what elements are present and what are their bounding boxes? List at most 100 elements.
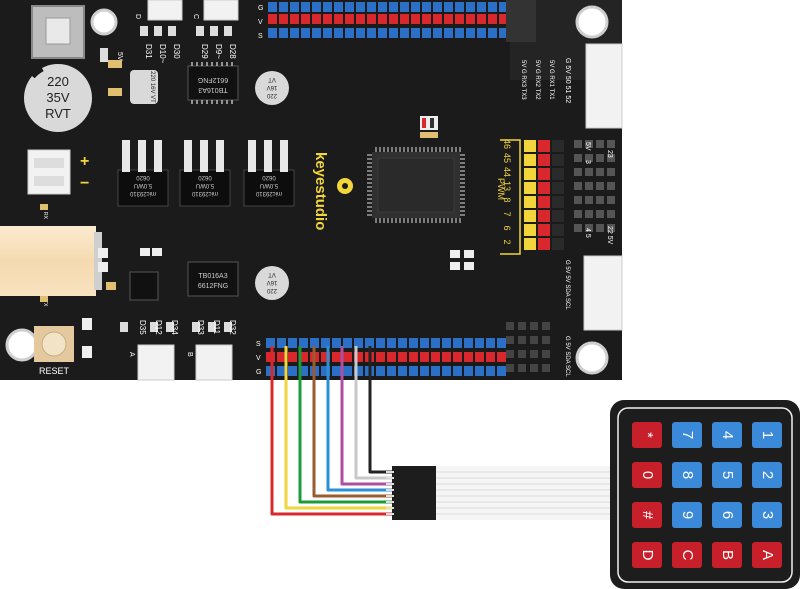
pwm-pin bbox=[552, 196, 564, 208]
header-pin bbox=[488, 28, 497, 38]
label-d34: D34 bbox=[170, 320, 179, 335]
header-pin bbox=[398, 338, 407, 348]
keypad-key[interactable]: 4 bbox=[712, 422, 742, 448]
jumper-wire bbox=[326, 346, 394, 492]
header-pin bbox=[323, 28, 332, 38]
keypad-key[interactable]: 2 bbox=[752, 462, 782, 488]
mounting-hole bbox=[575, 5, 609, 39]
side-header-pin bbox=[585, 168, 593, 176]
header-pin bbox=[477, 2, 486, 12]
reset-button[interactable]: RESET bbox=[34, 326, 74, 376]
header-pin bbox=[321, 366, 330, 376]
svg-text:16V: 16V bbox=[267, 279, 278, 285]
small-capacitor: 220 16V VT bbox=[255, 266, 289, 300]
header-pin bbox=[442, 366, 451, 376]
keypad-key[interactable]: C bbox=[672, 542, 702, 568]
grey-header-pin bbox=[518, 364, 526, 372]
header-pin bbox=[475, 352, 484, 362]
header-pin bbox=[356, 14, 365, 24]
header-pin bbox=[378, 14, 387, 24]
pwm-pin bbox=[552, 168, 564, 180]
header-pin bbox=[389, 2, 398, 12]
side-header-pin bbox=[585, 224, 593, 232]
grey-header-pin bbox=[518, 322, 526, 330]
keypad-key[interactable]: 1 bbox=[752, 422, 782, 448]
header-pin bbox=[409, 366, 418, 376]
keypad-key[interactable]: 8 bbox=[672, 462, 702, 488]
header-pin bbox=[420, 338, 429, 348]
pwm-pin bbox=[538, 168, 550, 180]
side-header-pin bbox=[596, 140, 604, 148]
keypad-key[interactable]: 6 bbox=[712, 502, 742, 528]
motor-connector-bottom-a bbox=[137, 344, 175, 381]
electrolytic-capacitor: 220 35V RVT bbox=[24, 64, 92, 132]
header-pin bbox=[343, 352, 352, 362]
grey-header-pin bbox=[542, 322, 550, 330]
svg-text:16V: 16V bbox=[267, 84, 278, 90]
header-pin bbox=[400, 28, 409, 38]
label-d10: D10~ bbox=[158, 44, 167, 64]
grey-header-pin bbox=[542, 364, 550, 372]
header-pin bbox=[455, 28, 464, 38]
small-capacitor: 220 16V VT bbox=[130, 70, 158, 104]
header-pin bbox=[332, 366, 341, 376]
power-switch bbox=[31, 5, 85, 59]
side-header-pin bbox=[574, 210, 582, 218]
gvs-bottom-g: G bbox=[256, 369, 261, 376]
header-pin bbox=[301, 28, 310, 38]
keypad-key-label: 6 bbox=[719, 511, 736, 519]
header-pin bbox=[288, 338, 297, 348]
pwm-pin-number: 8 bbox=[502, 197, 512, 202]
keypad-key-label: 1 bbox=[759, 431, 776, 439]
header-pin bbox=[345, 28, 354, 38]
pwm-pin bbox=[552, 154, 564, 166]
grey-header-pin bbox=[506, 350, 514, 358]
keypad-key[interactable]: B bbox=[712, 542, 742, 568]
header-pin bbox=[442, 352, 451, 362]
side-header-pin bbox=[574, 196, 582, 204]
gvs-top-s: S bbox=[258, 33, 263, 40]
header-pin bbox=[477, 14, 486, 24]
side-header-pin bbox=[574, 140, 582, 148]
power-minus-label: − bbox=[80, 175, 89, 192]
keypad-key[interactable]: 7 bbox=[672, 422, 702, 448]
regulator-3-label-2: 5.0WU bbox=[260, 182, 278, 188]
header-pin bbox=[345, 2, 354, 12]
grey-header-pin bbox=[506, 336, 514, 344]
header-pin bbox=[299, 366, 308, 376]
keypad-key-label: 0 bbox=[639, 471, 656, 479]
keypad-key[interactable]: 0 bbox=[632, 462, 662, 488]
side-header-pin bbox=[607, 210, 615, 218]
pwm-pin bbox=[524, 238, 536, 250]
keypad-key[interactable]: D bbox=[632, 542, 662, 568]
header-pin bbox=[444, 2, 453, 12]
header-pin bbox=[334, 28, 343, 38]
regulator-3-label-3: 0620 bbox=[262, 174, 276, 180]
keypad-key[interactable]: 9 bbox=[672, 502, 702, 528]
keypad-key[interactable]: 3 bbox=[752, 502, 782, 528]
jumper-wire bbox=[270, 346, 394, 516]
header-pin bbox=[378, 2, 387, 12]
grey-header-pin bbox=[542, 336, 550, 344]
motor-connector-top-1 bbox=[147, 0, 183, 21]
header-pin bbox=[277, 366, 286, 376]
pwm-pin bbox=[524, 140, 536, 152]
header-pin bbox=[365, 338, 374, 348]
keypad-key[interactable]: 5 bbox=[712, 462, 742, 488]
header-pin bbox=[455, 2, 464, 12]
svg-text:220 16V VT: 220 16V VT bbox=[149, 71, 155, 103]
pwm-pin bbox=[524, 154, 536, 166]
keypad-key[interactable]: A bbox=[752, 542, 782, 568]
pwm-pin-number: 6 bbox=[502, 225, 512, 230]
header-pin bbox=[486, 338, 495, 348]
keypad-key[interactable]: # bbox=[632, 502, 662, 528]
keypad-key[interactable]: * bbox=[632, 422, 662, 448]
label-d28: D28 bbox=[228, 44, 237, 59]
header-pin bbox=[431, 366, 440, 376]
driver-label-bottom-2: 6612FNG bbox=[198, 283, 228, 290]
gvs-top-v: V bbox=[258, 19, 263, 26]
gvs-top-g: G bbox=[258, 5, 263, 12]
side-header-pin bbox=[607, 140, 615, 148]
header-pin bbox=[288, 366, 297, 376]
